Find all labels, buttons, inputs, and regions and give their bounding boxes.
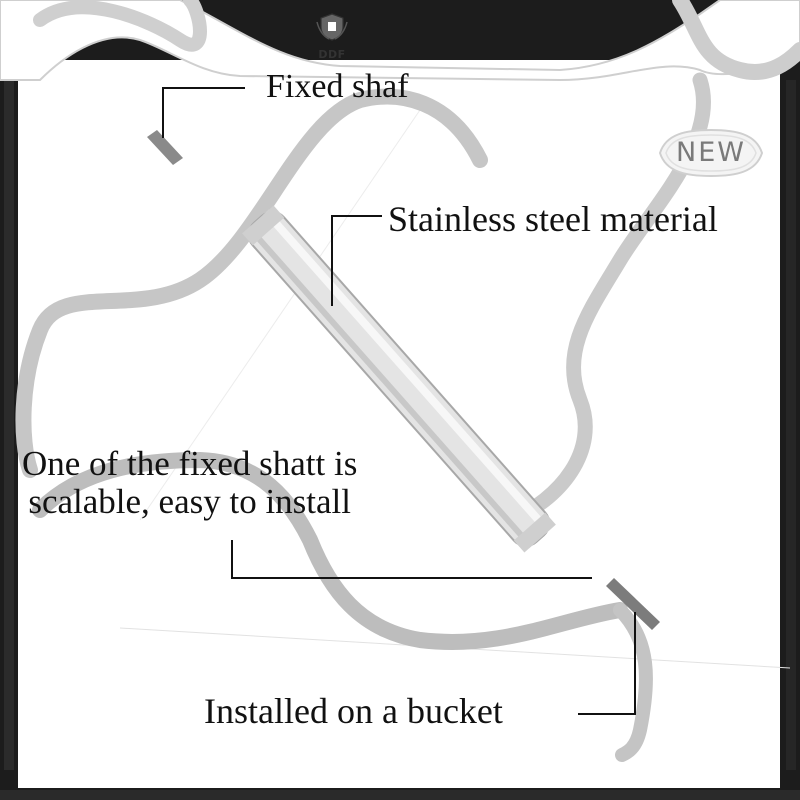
leader-line-scalable [231, 540, 592, 579]
roller-shadow [246, 225, 534, 549]
label-fixed-shaft: Fixed shaf [266, 68, 409, 105]
ribbon [32, 451, 628, 651]
fixed-shaft-top [147, 130, 183, 165]
white-panel [18, 60, 780, 788]
shield-crest-icon [316, 13, 348, 41]
leader-lines [162, 87, 636, 715]
ribbon [33, 0, 207, 52]
leader-line-bucket [578, 612, 636, 715]
ribbon [672, 0, 800, 80]
roller-cap [242, 205, 285, 246]
ribbon [613, 603, 653, 762]
label-scalable-line1: One of the fixed shatt is [22, 444, 358, 483]
roller-cap [513, 512, 556, 553]
brand-name: DDF [318, 48, 346, 61]
ribbon [15, 88, 488, 478]
roller-highlight [263, 209, 552, 534]
brand-logo: DDF [312, 12, 352, 61]
badge-shape [658, 128, 764, 178]
leader-line-fixed [162, 87, 245, 138]
label-stainless-steel: Stainless steel material [388, 199, 718, 239]
fixed-shaft-bottom [606, 578, 660, 630]
new-badge: NEW [656, 126, 766, 180]
label-bucket: Installed on a bucket [204, 691, 503, 731]
floor-line [139, 109, 421, 521]
label-scalable: One of the fixed shatt is scalable, easy… [22, 445, 357, 521]
ribbon-group [15, 0, 800, 762]
label-scalable-line2: scalable, easy to install [28, 482, 352, 521]
leader-line-steel [331, 215, 382, 306]
badge-text: NEW [676, 137, 746, 168]
roller-product [147, 130, 660, 630]
